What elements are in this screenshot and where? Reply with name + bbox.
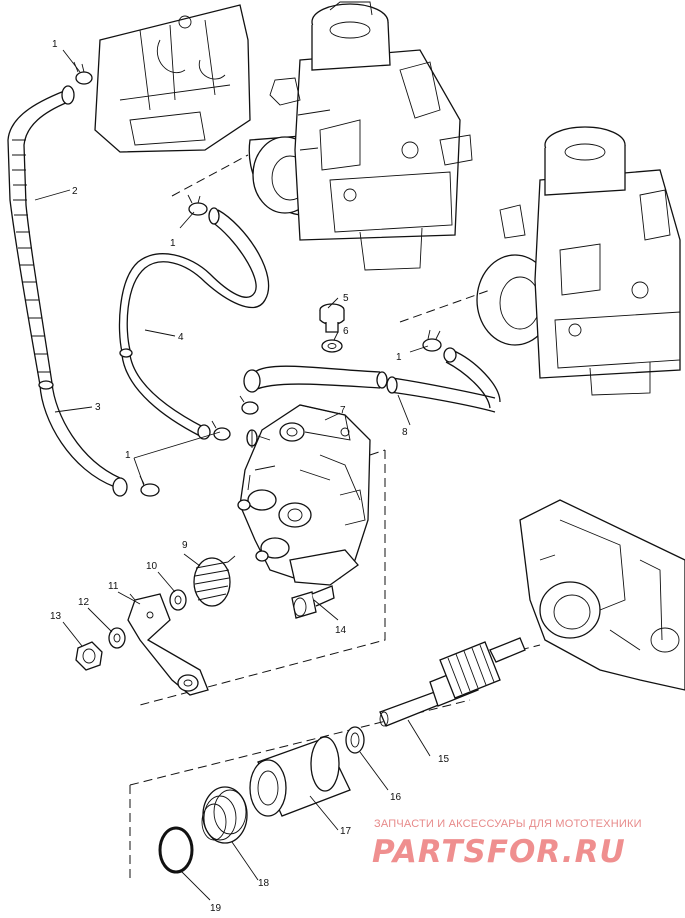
callout-14: 14: [335, 625, 347, 636]
callout-labels: 1 2 1 4 5 6 1 3 7 8 1 9 10 11 12 13 14 1…: [50, 39, 450, 914]
callout-2: 2: [72, 186, 78, 197]
callout-17: 17: [340, 826, 352, 837]
hose-clamp-mid: [187, 194, 208, 216]
callout-1: 1: [52, 39, 58, 50]
callout-1: 1: [396, 352, 402, 363]
hose-4: [118, 207, 270, 440]
crankcase-fragment-right: [519, 499, 685, 691]
hose-clamp-pump-upper: [239, 395, 259, 415]
callout-8: 8: [402, 427, 408, 438]
o-ring-19: [158, 826, 194, 874]
assembly-boundary-upper: [171, 154, 249, 197]
callout-19: 19: [210, 903, 222, 913]
callout-18: 18: [258, 878, 270, 889]
lever-11: [127, 593, 209, 696]
watermark-logo: PARTSFOR.RU: [372, 834, 626, 870]
spring-18: [201, 786, 248, 844]
callout-6: 6: [343, 326, 349, 337]
hose-clamp-right: [422, 329, 442, 352]
callout-1: 1: [125, 450, 131, 461]
nut-13: [75, 641, 103, 671]
hose-clamp-lower-left: [139, 475, 160, 497]
callout-11: 11: [108, 581, 119, 592]
assembly-boundary-inner: [369, 449, 386, 456]
callout-5: 5: [343, 293, 349, 304]
callout-4: 4: [178, 332, 184, 343]
bolt-14: [291, 585, 335, 619]
hose-8: [243, 347, 501, 413]
carburetor-lower: [476, 126, 681, 396]
callout-15: 15: [438, 754, 450, 765]
callout-13: 13: [50, 611, 62, 622]
callout-7: 7: [340, 405, 346, 416]
callout-3: 3: [95, 402, 101, 413]
oil-pump: [237, 404, 371, 586]
leader-lines: [34, 49, 431, 901]
watermark-caption: ЗАПЧАСТИ И АКСЕССУАРЫ ДЛЯ МОТОТЕХНИКИ: [374, 818, 642, 830]
sleeve-17: [249, 736, 351, 817]
callout-1: 1: [170, 238, 176, 249]
washer-6: [321, 339, 343, 353]
hose-3: [38, 380, 128, 497]
carburetor-upper: [248, 1, 473, 271]
corrugated-hose: [7, 85, 75, 386]
washer-10: [169, 589, 187, 611]
washer-12: [108, 627, 126, 649]
assembly-boundary-right: [399, 289, 491, 323]
hose-clamp-pump-lower: [211, 420, 231, 441]
callout-9: 9: [182, 540, 188, 551]
bolt-5: [319, 303, 345, 333]
callout-12: 12: [78, 597, 90, 608]
callout-10: 10: [146, 561, 158, 572]
spring-9: [193, 555, 236, 607]
washer-16: [345, 726, 365, 754]
crankcase-fragment-top: [94, 4, 251, 153]
hose-clamp-top: [73, 61, 93, 85]
assembly-boundary-pump: [139, 450, 386, 706]
drive-shaft-15: [379, 637, 526, 727]
callout-16: 16: [390, 792, 402, 803]
